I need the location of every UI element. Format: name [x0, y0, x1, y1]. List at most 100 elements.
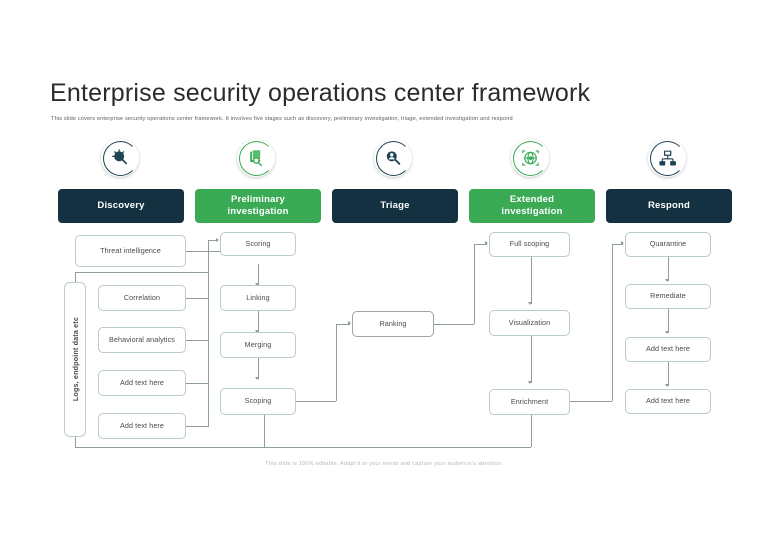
bug-magnifier-icon: [112, 149, 128, 165]
connector-linking-to-merging: [258, 311, 259, 332]
icon-ring: [649, 140, 685, 176]
node-merging[interactable]: Merging: [220, 332, 296, 358]
arrow-into-ranking: [348, 321, 351, 326]
connector-bus-long: [207, 251, 209, 427]
connector-scoring-to-linking: [258, 264, 259, 285]
node-label: Remediate: [650, 291, 686, 301]
stage-label-discovery: Discovery: [97, 200, 145, 212]
arrow-to-remediate: [665, 279, 670, 282]
arrow-to-respond-add1: [665, 331, 670, 334]
connector-enrichment-right: [570, 401, 612, 402]
connector-ranking-up: [474, 244, 475, 324]
document-search-icon: [250, 149, 262, 167]
node-full-scoping[interactable]: Full scoping: [489, 232, 570, 257]
connector-feedback-up-logs: [75, 437, 76, 447]
connector-fullscoping-to-visualization: [531, 257, 532, 304]
icon-ring: [375, 140, 411, 176]
node-respond-add-text-1[interactable]: Add text here: [625, 337, 711, 362]
node-scoping[interactable]: Scoping: [220, 388, 296, 415]
connector-remediate-to-add1: [668, 309, 669, 333]
node-discovery-add-text-1[interactable]: Add text here: [98, 370, 186, 396]
node-respond-add-text-2[interactable]: Add text here: [625, 389, 711, 414]
arrow-to-visualization: [528, 302, 533, 305]
connector-into-quarantine: [612, 244, 623, 245]
connector-add2-to-bus: [186, 426, 208, 427]
connector-scoping-feedback-down: [264, 415, 265, 447]
stage-banner-extended-investigation[interactable]: Extended investigation: [469, 189, 595, 223]
connector-add1-to-bus: [186, 383, 208, 384]
node-label: Linking: [246, 292, 270, 302]
connector-quarantine-to-remediate: [668, 257, 669, 281]
stage-icon-triage: [374, 139, 412, 177]
node-discovery-add-text-2[interactable]: Add text here: [98, 413, 186, 439]
connector-bus-to-scoring: [208, 240, 218, 241]
connector-enrichment-up: [612, 244, 613, 401]
node-ranking[interactable]: Ranking: [352, 311, 434, 337]
connector-visualization-to-enrichment: [531, 336, 532, 383]
arrow-to-scoping: [255, 377, 260, 380]
stage-label-respond: Respond: [647, 200, 691, 212]
node-label: Scoring: [245, 238, 271, 248]
node-label: Scoping: [244, 396, 272, 406]
node-quarantine[interactable]: Quarantine: [625, 232, 711, 257]
arrow-to-enrichment: [528, 381, 533, 384]
node-label: Merging: [244, 339, 272, 349]
connector-vertical-bus: [208, 251, 209, 329]
node-label: Enrichment: [510, 396, 549, 406]
node-remediate[interactable]: Remediate: [625, 284, 711, 309]
stage-icon-discovery: [101, 139, 139, 177]
connector-ranking-right: [434, 324, 474, 325]
node-label: Quarantine: [649, 239, 687, 249]
stage-icon-respond: [648, 139, 686, 177]
page-subtitle: This slide covers enterprise security op…: [51, 116, 513, 122]
node-scoring[interactable]: Scoring: [220, 232, 296, 256]
page-title: Enterprise security operations center fr…: [50, 79, 591, 107]
connector-behavioral-to-bus: [186, 340, 208, 341]
node-label: Logs, endpoint data etc: [70, 317, 80, 402]
node-linking[interactable]: Linking: [220, 285, 296, 311]
node-label: Correlation: [123, 292, 161, 302]
user-magnifier-icon: [386, 151, 401, 165]
icon-ring: [238, 140, 274, 176]
stage-icon-extended-investigation: [511, 139, 549, 177]
stage-label-extended-line1: Extended: [509, 194, 555, 206]
connector-threat-to-bus: [186, 251, 242, 252]
icon-ring: [512, 140, 548, 176]
arrow-to-merging: [255, 330, 260, 333]
connector-correlation-to-bus: [186, 298, 208, 299]
stage-banner-preliminary-investigation[interactable]: Preliminary investigation: [195, 189, 321, 223]
arrow-to-linking: [255, 283, 260, 286]
stage-banner-discovery[interactable]: Discovery: [58, 189, 184, 223]
node-enrichment[interactable]: Enrichment: [489, 389, 570, 415]
icon-ring: [102, 140, 138, 176]
connector-bus-to-logs-top: [75, 272, 208, 273]
stage-label-extended-line2: investigation: [501, 206, 563, 217]
node-label: Add text here: [645, 344, 691, 354]
connector-into-ranking: [336, 324, 350, 325]
connector-into-fullscoping: [474, 244, 487, 245]
node-behavioral-analytics[interactable]: Behavioral analytics: [98, 327, 186, 353]
node-label: Behavioral analytics: [109, 334, 175, 344]
stage-banner-triage[interactable]: Triage: [332, 189, 458, 223]
node-label: Add text here: [119, 377, 165, 387]
stage-icon-preliminary-investigation: [237, 139, 275, 177]
node-label: Full scoping: [509, 239, 550, 249]
node-logs-endpoint-data[interactable]: Logs, endpoint data etc: [64, 282, 86, 437]
arrow-into-fullscoping: [485, 241, 488, 246]
stage-banner-respond[interactable]: Respond: [606, 189, 732, 223]
node-label: Threat intelligence: [100, 245, 161, 255]
connector-feedback-down: [531, 415, 532, 447]
stage-label-preliminary-line2: investigation: [227, 206, 289, 217]
node-correlation[interactable]: Correlation: [98, 285, 186, 311]
arrow-into-scoring: [216, 237, 219, 242]
node-label: Visualization: [508, 317, 551, 327]
stage-label-triage: Triage: [380, 200, 410, 212]
node-visualization[interactable]: Visualization: [489, 310, 570, 336]
node-threat-intelligence[interactable]: Threat intelligence: [75, 235, 186, 267]
arrow-into-quarantine: [621, 241, 624, 246]
connector-logs-top-drop: [75, 272, 76, 282]
node-label: Add text here: [645, 396, 691, 406]
connector-scoping-right: [296, 401, 336, 402]
connector-merging-to-scoping: [258, 358, 259, 379]
connector-feedback-long: [75, 447, 531, 448]
